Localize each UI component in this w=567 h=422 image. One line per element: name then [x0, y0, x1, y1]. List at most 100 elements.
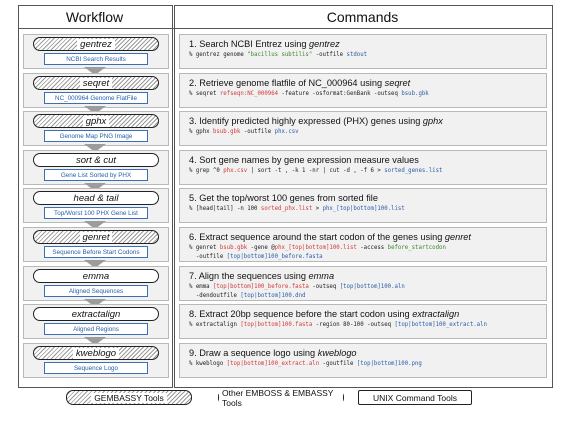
code-token: refseqn:NC_000964 — [219, 91, 279, 97]
command-step: 3. Identify predicted highly expressed (… — [179, 111, 547, 146]
code-token: % gphx — [189, 129, 213, 135]
command-line: % gentrez genome "bacillus subtilis" -ou… — [189, 51, 367, 60]
code-token: [top|bottom]100.aln — [339, 284, 405, 290]
step-title: 9. Draw a sequence logo using kweblogo — [189, 348, 357, 358]
command-step: 2. Retrieve genome flatfile of NC_000964… — [179, 73, 547, 108]
command-step: 6. Extract sequence around the start cod… — [179, 227, 547, 262]
output-box: Sequence Logo — [44, 362, 148, 374]
output-box: Gene List Sorted by PHX — [44, 169, 148, 181]
step-title: 8. Extract 20bp sequence before the star… — [189, 309, 459, 319]
code-token: [top|bottom]100_before.fasta — [212, 284, 309, 290]
flow-arrow — [84, 221, 106, 229]
legend-gembassy-label: GEMBASSY Tools — [91, 392, 167, 403]
step-title-tool: emma — [308, 271, 335, 281]
code-token: [top|bottom]100_extract.aln — [394, 322, 487, 328]
step-title-text: 5. Get the top/worst 100 genes from sort… — [189, 193, 378, 203]
code-token: sorted_phx.list — [260, 206, 313, 212]
code-token: bsub.gbk — [212, 129, 241, 135]
command-step: 8. Extract 20bp sequence before the star… — [179, 304, 547, 339]
code-token: [top|bottom]100.png — [356, 361, 422, 367]
code-token: bsub.gbk — [219, 245, 248, 251]
code-token: phx.csv — [223, 168, 248, 174]
code-token: -outfile — [189, 254, 227, 260]
legend-emboss-label: Other EMBOSS & EMBASSY Tools — [219, 387, 343, 408]
step-title: 3. Identify predicted highly expressed (… — [189, 116, 443, 126]
code-token: -gene @ — [247, 245, 275, 251]
code-token: stdout — [346, 52, 368, 58]
code-token: % kweblogo — [189, 361, 227, 367]
tool-name: gentrez — [77, 38, 115, 50]
flow-arrow — [84, 337, 106, 345]
code-token: % extractalign — [189, 322, 241, 328]
tool-pill: kweblogo — [33, 346, 159, 360]
code-token: % gentrez genome — [189, 52, 248, 58]
output-box: Aligned Regions — [44, 323, 148, 335]
command-line: % extractalign [top|bottom]100.fasta -re… — [189, 321, 487, 330]
step-title-tool: gentrez — [309, 39, 340, 49]
command-line: % genret bsub.gbk -gene @phx_[top|bottom… — [189, 244, 446, 253]
step-title: 4. Sort gene names by gene expression me… — [189, 155, 419, 165]
legend-emboss: Other EMBOSS & EMBASSY Tools — [218, 387, 344, 408]
tool-pill: gentrez — [33, 37, 159, 51]
step-title-text: 8. Extract 20bp sequence before the star… — [189, 309, 413, 319]
commands-header: Commands — [326, 9, 399, 25]
legend-unix: UNIX Command Tools — [358, 390, 472, 405]
step-title-tool: genret — [444, 232, 471, 242]
tool-pill: gphx — [33, 114, 159, 128]
code-token: > — [312, 206, 323, 212]
code-token: sorted_genes.list — [384, 168, 443, 174]
command-step: 5. Get the top/worst 100 genes from sort… — [179, 188, 547, 223]
step-title: 2. Retrieve genome flatfile of NC_000964… — [189, 78, 410, 88]
step-title: 5. Get the top/worst 100 genes from sort… — [189, 193, 378, 203]
command-line: % seqret refseqn:NC_000964 -feature -osf… — [189, 90, 429, 99]
tool-pill: genret — [33, 230, 159, 244]
tool-pill: emma — [33, 269, 159, 283]
tool-pill: seqret — [33, 76, 159, 90]
output-box: Aligned Sequences — [44, 285, 148, 297]
code-token: -outfile — [240, 129, 275, 135]
command-line: % kweblogo [top|bottom]100_extract.aln -… — [189, 360, 422, 369]
command-line: -dendoutfile [top|bottom]100.dnd — [189, 292, 306, 301]
flow-arrow — [84, 183, 106, 191]
command-line: -outfile [top|bottom]100_before.fasta — [189, 253, 323, 262]
output-box: Genome Map PNG Image — [44, 130, 148, 142]
legend-gembassy: GEMBASSY Tools — [66, 390, 192, 405]
step-title-text: 9. Draw a sequence logo using — [189, 348, 318, 358]
code-token: -dendoutfile — [189, 293, 241, 299]
step-title-tool: gphx — [422, 116, 443, 126]
code-token: % emma — [189, 284, 213, 290]
flow-arrow — [84, 67, 106, 75]
step-title-text: 6. Extract sequence around the start cod… — [189, 232, 445, 242]
tool-name: genret — [79, 231, 113, 243]
code-token: % seqret — [189, 91, 220, 97]
flow-arrow — [84, 299, 106, 307]
code-token: -goutfile — [319, 361, 357, 367]
flow-arrow — [84, 260, 106, 268]
code-token: -access — [356, 245, 388, 251]
tool-name: extractalign — [68, 308, 124, 320]
code-token: % [head|tail] -n 100 — [189, 206, 261, 212]
command-line: % [head|tail] -n 100 sorted_phx.list > p… — [189, 205, 405, 214]
step-title-text: 1. Search NCBI Entrez using — [189, 39, 310, 49]
header-divider — [18, 28, 552, 29]
command-line: % emma [top|bottom]100_before.fasta -out… — [189, 283, 405, 292]
code-token: "bacillus subtilis" — [247, 52, 313, 58]
step-title-text: 7. Align the sequences using — [189, 271, 309, 281]
code-token: phx.csv — [274, 129, 299, 135]
flow-arrow — [84, 106, 106, 114]
tool-pill: extractalign — [33, 307, 159, 321]
code-token: before_startcodon — [387, 245, 446, 251]
tool-name: head & tail — [70, 192, 122, 204]
code-token: [top|bottom]100_before.fasta — [226, 254, 323, 260]
output-box: Top/Worst 100 PHX Gene List — [44, 207, 148, 219]
code-token: | sort -t , -k 1 -nr | cut -d , -f 6 > — [247, 168, 385, 174]
code-token: [top|bottom]100_extract.aln — [226, 361, 320, 367]
code-token: [top|bottom]100.dnd — [240, 293, 306, 299]
code-token: phx_[top|bottom]100.list — [274, 245, 357, 251]
flow-arrow — [84, 144, 106, 152]
code-token: -outseq — [308, 284, 340, 290]
tool-name: sort & cut — [72, 154, 120, 166]
step-title-tool: seqret — [384, 78, 411, 88]
step-title-text: 4. Sort gene names by gene expression me… — [189, 155, 419, 165]
step-title-tool: extractalign — [412, 309, 460, 319]
